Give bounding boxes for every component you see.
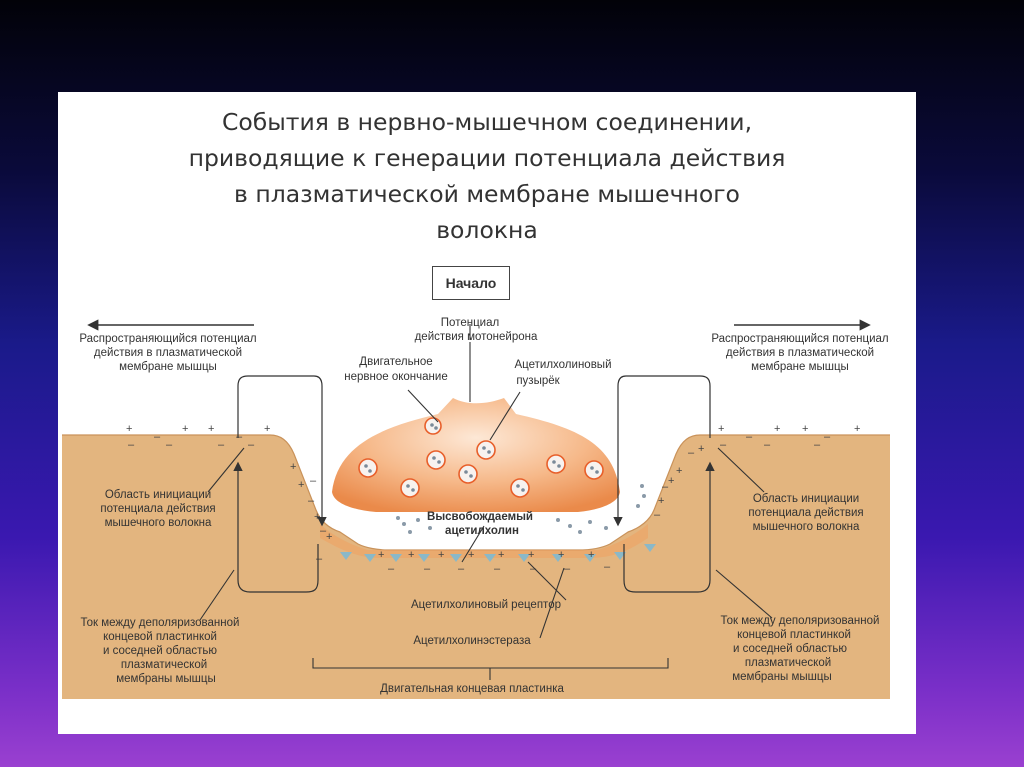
svg-text:+: +	[668, 475, 674, 487]
svg-text:–: –	[248, 439, 255, 451]
svg-text:–: –	[388, 563, 395, 575]
svg-text:+: +	[264, 423, 270, 435]
svg-text:–: –	[824, 431, 831, 443]
label-motoneuron-ap-2: действия мотонейрона	[415, 331, 538, 343]
svg-text:–: –	[218, 439, 225, 451]
label-current-right-4: плазматической	[745, 657, 831, 669]
label-init-right-3: мышечного волокна	[753, 521, 860, 533]
label-current-left-3: и соседней областью	[103, 645, 217, 657]
label-init-right-2: потенциала действия	[748, 507, 863, 519]
label-ach-vesicle-2: пузырёк	[516, 375, 560, 387]
slide: События в нервно-мышечном соединении, пр…	[58, 92, 916, 734]
svg-text:+: +	[314, 511, 320, 523]
label-init-left-1: Область инициации	[105, 489, 211, 501]
label-released-ach-2: ацетилхолин	[445, 525, 519, 537]
neuromuscular-junction-diagram: +–++–+ –––– ++–– +–+– ++++ ++++ –––– –––…	[58, 92, 916, 734]
svg-text:–: –	[494, 563, 501, 575]
label-spreading-right-1: Распространяющийся потенциал	[711, 333, 888, 345]
label-spreading-left-3: мембране мышцы	[119, 361, 217, 373]
svg-text:–: –	[654, 509, 661, 521]
svg-text:+: +	[802, 423, 808, 435]
svg-text:–: –	[128, 439, 135, 451]
label-ach-vesicle-1: Ацетилхолиновый	[515, 359, 612, 371]
svg-text:+: +	[326, 531, 332, 543]
svg-text:–: –	[764, 439, 771, 451]
svg-text:–: –	[720, 439, 727, 451]
svg-text:–: –	[564, 563, 571, 575]
label-motor-ending-1: Двигательное	[359, 356, 432, 368]
svg-text:–: –	[310, 475, 317, 487]
label-init-left-3: мышечного волокна	[105, 517, 212, 529]
svg-text:–: –	[236, 431, 243, 443]
svg-text:+: +	[208, 423, 214, 435]
label-init-left-2: потенциала действия	[100, 503, 215, 515]
svg-text:+: +	[558, 549, 564, 561]
label-spreading-left-1: Распространяющийся потенциал	[79, 333, 256, 345]
label-current-right-2: концевой пластинкой	[737, 629, 851, 641]
svg-text:+: +	[378, 549, 384, 561]
svg-text:–: –	[154, 431, 161, 443]
label-current-right-3: и соседней областью	[733, 643, 847, 655]
label-spreading-right-3: мембране мышцы	[751, 361, 849, 373]
label-current-right-1: Ток между деполяризованной	[721, 615, 880, 627]
svg-text:–: –	[814, 439, 821, 451]
svg-text:+: +	[676, 465, 682, 477]
svg-text:+: +	[698, 443, 704, 455]
svg-text:+: +	[408, 549, 414, 561]
label-spreading-left-2: действия в плазматической	[94, 347, 242, 359]
svg-text:–: –	[688, 447, 695, 459]
label-current-left-5: мембраны мышцы	[116, 673, 216, 685]
svg-text:+: +	[718, 423, 724, 435]
nerve-terminal	[332, 398, 620, 512]
label-current-left-1: Ток между деполяризованной	[81, 617, 240, 629]
svg-text:–: –	[604, 561, 611, 573]
label-motoneuron-ap-1: Потенциал	[441, 317, 499, 329]
label-end-plate: Двигательная концевая пластинка	[380, 683, 564, 695]
svg-text:+: +	[588, 549, 594, 561]
svg-text:+: +	[854, 423, 860, 435]
svg-text:+: +	[182, 423, 188, 435]
start-box: Начало	[432, 266, 510, 300]
label-current-right-5: мембраны мышцы	[732, 671, 832, 683]
svg-text:+: +	[298, 479, 304, 491]
svg-text:–: –	[746, 431, 753, 443]
svg-text:+: +	[498, 549, 504, 561]
svg-text:–: –	[458, 563, 465, 575]
label-ach-receptor: Ацетилхолиновый рецептор	[411, 599, 561, 611]
label-released-ach-1: Высвобождаемый	[427, 511, 533, 523]
svg-text:+: +	[528, 549, 534, 561]
label-current-left-2: концевой пластинкой	[103, 631, 217, 643]
label-init-right-1: Область инициации	[753, 493, 859, 505]
svg-text:+: +	[658, 495, 664, 507]
svg-text:–: –	[424, 563, 431, 575]
svg-text:+: +	[126, 423, 132, 435]
svg-text:+: +	[290, 461, 296, 473]
svg-text:+: +	[774, 423, 780, 435]
label-current-left-4: плазматической	[121, 659, 207, 671]
label-ache: Ацетилхолинэстераза	[413, 635, 531, 647]
svg-text:+: +	[438, 549, 444, 561]
svg-text:–: –	[308, 495, 315, 507]
label-spreading-right-2: действия в плазматической	[726, 347, 874, 359]
svg-text:–: –	[316, 553, 323, 565]
svg-text:–: –	[166, 439, 173, 451]
label-motor-ending-2: нервное окончание	[344, 371, 447, 383]
